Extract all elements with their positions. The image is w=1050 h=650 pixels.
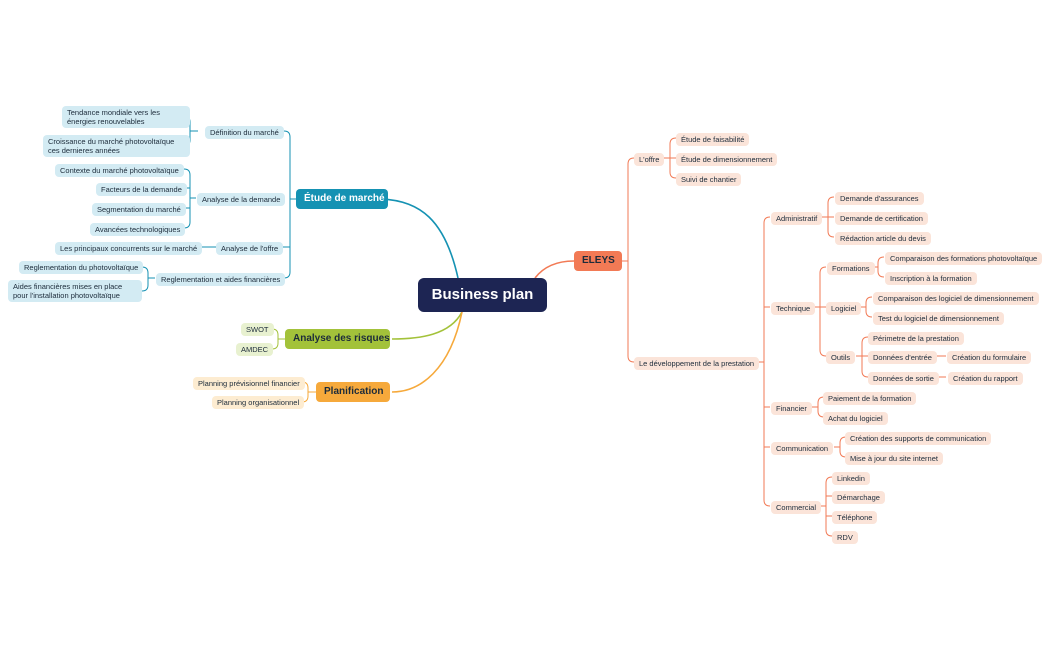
- topic-donnees-sortie[interactable]: Données de sortie: [868, 372, 939, 385]
- topic-reglementation-photovoltaique[interactable]: Reglementation du photovoltaïque: [19, 261, 144, 274]
- topic-technique[interactable]: Technique: [771, 302, 816, 315]
- topic-l-offre[interactable]: L'offre: [634, 153, 665, 166]
- topic-rdv[interactable]: RDV: [832, 531, 858, 544]
- topic-financier[interactable]: Financier: [771, 402, 812, 415]
- topic-croissance-marche[interactable]: Croissance du marché photovoltaïque ces …: [43, 135, 190, 157]
- topic-creation-formulaire[interactable]: Création du formulaire: [947, 351, 1032, 364]
- topic-comparaison-formations[interactable]: Comparaison des formations photovoltaïqu…: [885, 252, 1043, 265]
- topic-contexte-marche[interactable]: Contexte du marché photovoltaïque: [55, 164, 184, 177]
- topic-demande-certification[interactable]: Demande de certification: [835, 212, 928, 225]
- topic-analyse-de-l-offre[interactable]: Analyse de l'offre: [216, 242, 284, 255]
- topic-analyse-de-la-demande[interactable]: Analyse de la demande: [197, 193, 286, 206]
- topic-outils[interactable]: Outils: [826, 351, 856, 364]
- topic-definition-du-marche[interactable]: Définition du marché: [205, 126, 284, 139]
- topic-tendance-mondiale[interactable]: Tendance mondiale vers les énergies reno…: [62, 106, 190, 128]
- topic-inscription-formation[interactable]: Inscription à la formation: [885, 272, 977, 285]
- topic-perimetre-prestation[interactable]: Périmetre de la prestation: [868, 332, 964, 345]
- topic-planning-organisationnel[interactable]: Planning organisationnel: [212, 396, 305, 409]
- topic-achat-logiciel[interactable]: Achat du logiciel: [823, 412, 888, 425]
- topic-aides-financieres[interactable]: Aides financières mises en place pour l'…: [8, 280, 142, 302]
- topic-paiement-formation[interactable]: Paiement de la formation: [823, 392, 917, 405]
- topic-swot[interactable]: SWOT: [241, 323, 274, 336]
- topic-etude-faisabilite[interactable]: Étude de faisabilité: [676, 133, 750, 146]
- topic-comparaison-logiciel[interactable]: Comparaison des logiciel de dimensionnem…: [873, 292, 1039, 305]
- topic-commercial[interactable]: Commercial: [771, 501, 822, 514]
- topic-communication[interactable]: Communication: [771, 442, 834, 455]
- topic-administratif[interactable]: Administratif: [771, 212, 823, 225]
- topic-reglementation-aides[interactable]: Reglementation et aides financières: [156, 273, 286, 286]
- topic-planning-previsionnel[interactable]: Planning prévisionnel financier: [193, 377, 305, 390]
- branch-eleys[interactable]: ELEYS: [574, 251, 622, 271]
- topic-creation-supports[interactable]: Création des supports de communication: [845, 432, 992, 445]
- topic-facteurs-demande[interactable]: Facteurs de la demande: [96, 183, 187, 196]
- topic-demarchage[interactable]: Démarchage: [832, 491, 885, 504]
- topic-logiciel[interactable]: Logiciel: [826, 302, 862, 315]
- topic-test-logiciel[interactable]: Test du logiciel de dimensionnement: [873, 312, 1004, 325]
- topic-demande-assurances[interactable]: Demande d'assurances: [835, 192, 924, 205]
- topic-suivi-chantier[interactable]: Suivi de chantier: [676, 173, 742, 186]
- branch-etude-de-marche[interactable]: Étude de marché: [296, 189, 388, 209]
- topic-principaux-concurrents[interactable]: Les principaux concurrents sur le marché: [55, 242, 203, 255]
- topic-donnees-entree[interactable]: Données d'entrée: [868, 351, 937, 364]
- topic-developpement-prestation[interactable]: Le développement de la prestation: [634, 357, 760, 370]
- branch-analyse-des-risques[interactable]: Analyse des risques: [285, 329, 390, 349]
- topic-avancees-technologiques[interactable]: Avancées technologiques: [90, 223, 186, 236]
- topic-creation-rapport[interactable]: Création du rapport: [948, 372, 1023, 385]
- topic-amdec[interactable]: AMDEC: [236, 343, 274, 356]
- topic-redaction-devis[interactable]: Rédaction article du devis: [835, 232, 931, 245]
- topic-segmentation[interactable]: Segmentation du marché: [92, 203, 186, 216]
- topic-telephone[interactable]: Téléphone: [832, 511, 878, 524]
- topic-etude-dimensionnement[interactable]: Étude de dimensionnement: [676, 153, 778, 166]
- topic-linkedin[interactable]: Linkedin: [832, 472, 870, 485]
- central-topic[interactable]: Business plan: [418, 278, 547, 312]
- topic-formations[interactable]: Formations: [827, 262, 875, 275]
- topic-mise-a-jour-site[interactable]: Mise à jour du site internet: [845, 452, 943, 465]
- branch-planification[interactable]: Planification: [316, 382, 390, 402]
